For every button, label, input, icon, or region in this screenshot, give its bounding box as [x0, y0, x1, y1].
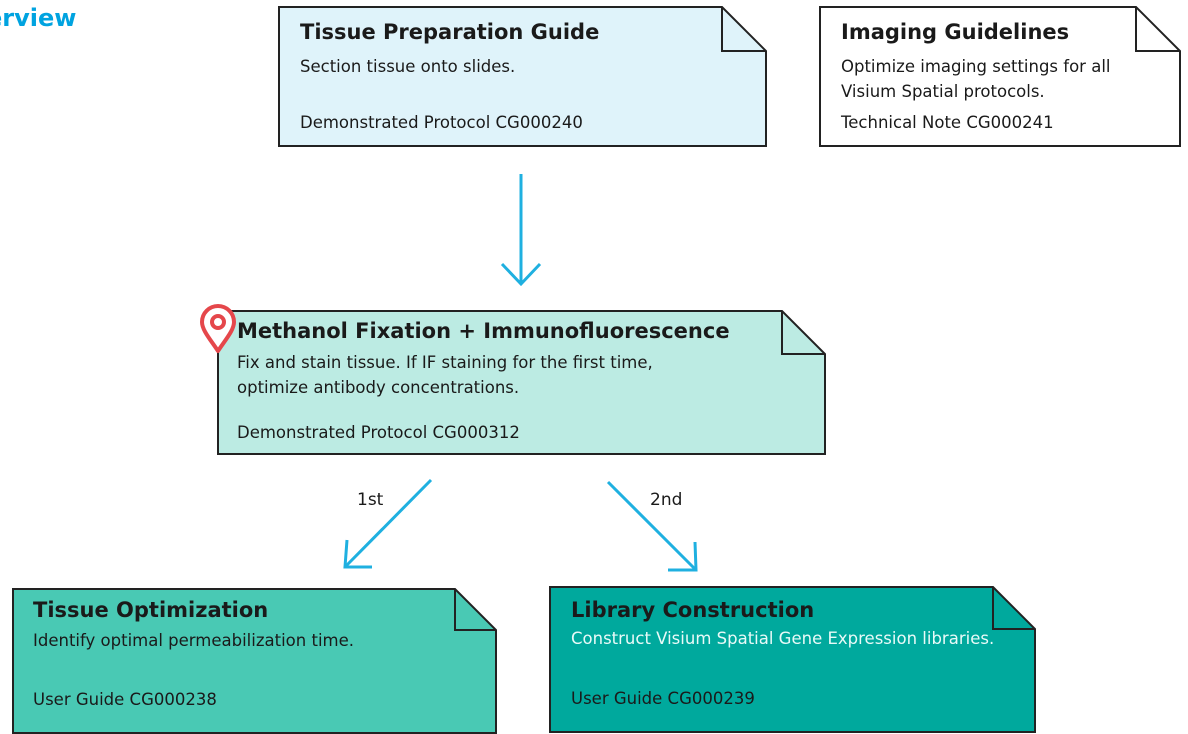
node-title: Library Construction — [571, 598, 815, 622]
edge-label-first: 1st — [357, 490, 384, 510]
edge-label-second: 2nd — [650, 490, 683, 510]
node-reference: User Guide CG000238 — [33, 690, 217, 709]
node-description: Fix and stain tissue. If IF staining for… — [237, 353, 653, 397]
section-title: erview — [0, 4, 77, 32]
node-title: Methanol Fixation + Immunofluorescence — [237, 319, 730, 343]
note-shape — [12, 588, 497, 734]
node-tissue-preparation: Tissue Preparation Guide Section tissue … — [278, 6, 768, 148]
node-reference: Demonstrated Protocol CG000312 — [237, 423, 520, 442]
node-title: Tissue Preparation Guide — [300, 20, 600, 44]
node-description: Section tissue onto slides. — [300, 57, 516, 76]
note-shape — [217, 310, 826, 455]
node-description: Optimize imaging settings for all Visium… — [841, 57, 1111, 101]
node-description: Identify optimal permeabilization time. — [33, 631, 354, 650]
node-description: Construct Visium Spatial Gene Expression… — [571, 629, 995, 648]
node-reference: Technical Note CG000241 — [841, 113, 1054, 132]
node-title: Imaging Guidelines — [841, 20, 1070, 44]
node-methanol-fixation: Methanol Fixation + Immunofluorescence F… — [217, 310, 827, 456]
node-tissue-optimization: Tissue Optimization Identify optimal per… — [12, 588, 498, 734]
map-pin-icon — [200, 304, 236, 353]
node-title: Tissue Optimization — [33, 598, 269, 622]
note-shape — [549, 586, 1036, 733]
note-shape — [819, 6, 1181, 147]
node-reference: Demonstrated Protocol CG000240 — [300, 113, 583, 132]
node-reference: User Guide CG000239 — [571, 689, 755, 708]
node-library-construction: Library Construction Construct Visium Sp… — [549, 586, 1037, 734]
note-shape — [278, 6, 767, 147]
node-imaging-guidelines: Imaging Guidelines Optimize imaging sett… — [819, 6, 1182, 148]
